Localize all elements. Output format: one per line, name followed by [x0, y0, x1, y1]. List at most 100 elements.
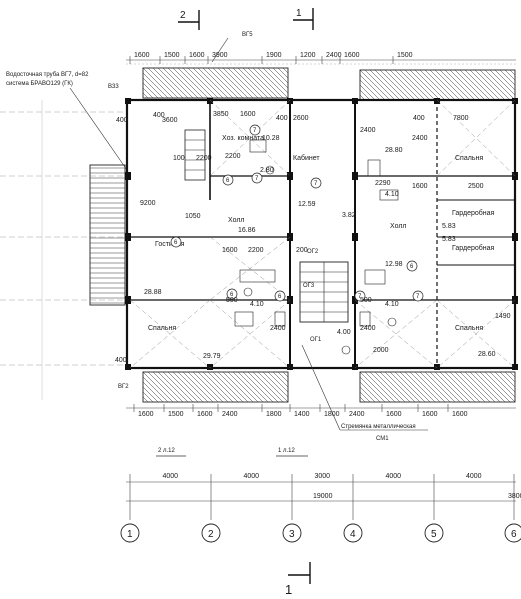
dim-7800: 7800 — [453, 115, 469, 122]
hatch-line — [489, 371, 516, 398]
hatch-line — [202, 67, 234, 99]
hatch-line — [369, 371, 401, 403]
stair-code: СМ1 — [376, 436, 389, 442]
room-name-bedroom-2: Спальня — [148, 325, 176, 332]
inner-stair — [184, 129, 206, 181]
small-area-labels: 2.80 4.10 3.82 4.10 4.10 4.00 — [250, 167, 399, 336]
central-stair — [299, 261, 349, 323]
hatch-line — [424, 69, 456, 101]
top-dimension-value: 1900 — [266, 52, 282, 59]
hatch-line — [364, 69, 396, 101]
dim-1490: 1490 — [495, 313, 511, 320]
hatch-line — [359, 391, 371, 403]
top-dimension-value: 1600 — [344, 52, 360, 59]
hatch-line — [369, 69, 401, 101]
dim-1600c: 1600 — [412, 183, 428, 190]
hatch-line — [469, 69, 501, 101]
hatch-line — [394, 371, 426, 403]
hatch-line — [142, 396, 149, 403]
hatch-line — [359, 396, 366, 403]
hatch-line — [399, 371, 431, 403]
top-dimension-value: 3900 — [212, 52, 228, 59]
detail-marker-label: 7 — [253, 128, 257, 134]
hatch-line — [404, 69, 436, 101]
hatch-line — [142, 92, 149, 99]
hatch-line — [252, 67, 284, 99]
hatch-line — [267, 371, 289, 393]
dim-500b: 500 — [360, 297, 372, 304]
hatch-line — [272, 371, 289, 388]
hatch-line — [187, 371, 219, 403]
top-dimension-value: 1500 — [164, 52, 180, 59]
small-area-corridor: 3.82 — [342, 212, 356, 219]
detail-marker — [406, 260, 418, 272]
hatch-line — [414, 69, 446, 101]
hatch-line — [459, 371, 491, 403]
hatch-line — [414, 371, 446, 403]
hatch-line — [152, 371, 184, 403]
axis-bubble-label: 3 — [289, 529, 295, 540]
hatch-line — [182, 371, 214, 403]
bottom-dimension-value: 1800 — [266, 411, 282, 418]
hatch-line — [359, 69, 391, 101]
bottom-dimension-value: 1600 — [197, 411, 213, 418]
hatch-line — [419, 69, 451, 101]
axis-span-value: 3000 — [315, 473, 331, 480]
hatch-line — [419, 371, 451, 403]
hatch-line — [197, 371, 229, 403]
hatch-line — [509, 371, 516, 378]
detail-marker — [310, 177, 322, 189]
axis-bubble-label: 1 — [127, 529, 133, 540]
hatch-line — [247, 67, 279, 99]
dim-2000: 2000 — [373, 347, 389, 354]
section-mark-1-top: 1 — [293, 8, 314, 30]
detail-marker — [274, 290, 286, 302]
hatch-line — [499, 371, 516, 388]
hatch-line — [384, 371, 416, 403]
detail-marker-label: 6 — [278, 294, 282, 300]
vz5-label: ВГ5 — [242, 32, 253, 38]
hatch-line — [182, 67, 214, 99]
hatch-line — [277, 371, 289, 383]
dim-3850: 3850 — [213, 111, 229, 118]
total-dimension-right: 3800 — [508, 493, 521, 500]
hatch-line — [157, 371, 189, 403]
section-mark-1-bottom-label: 1 — [285, 582, 292, 597]
hatch-line — [454, 371, 486, 403]
og3-label-a: ОГ3 — [303, 283, 315, 289]
hatch-line — [157, 67, 189, 99]
dim-400a: 400 — [116, 117, 128, 124]
section-mark-1-label: 1 — [296, 8, 302, 19]
detail-marker-label: 6 — [174, 240, 178, 246]
room-area-wardrobe-1: 5.83 — [442, 223, 456, 230]
hatch-line — [444, 69, 476, 101]
hatch-line — [499, 69, 516, 86]
hatch-line — [424, 371, 456, 403]
bathroom-fixtures — [234, 139, 399, 355]
hatch-line — [142, 72, 169, 99]
bottom-dimension-value: 1600 — [386, 411, 402, 418]
hatch-line — [429, 69, 461, 101]
svg-text:Водосточная труба ВГ7, d=82: Водосточная труба ВГ7, d=82 система БРАВ… — [6, 72, 90, 87]
hatch-line — [222, 371, 254, 403]
top-dimension-line — [126, 59, 516, 65]
dim-1050: 1050 — [185, 213, 201, 220]
detail-marker — [170, 236, 182, 248]
hatch-line — [479, 69, 511, 101]
hatch-line — [237, 371, 269, 403]
hatch-line — [237, 67, 269, 99]
hatch-line — [449, 69, 481, 101]
detail-marker — [354, 290, 366, 302]
detail-marker-label: 6 — [410, 264, 414, 270]
dim-2400b: 2400 — [270, 325, 286, 332]
hatch-line — [142, 77, 164, 99]
axis-span-value: 4000 — [466, 473, 482, 480]
hatch-line — [359, 79, 381, 101]
hatch-line — [282, 67, 289, 74]
hatch-line — [484, 371, 516, 403]
hatch-line — [192, 371, 224, 403]
hatch-line — [212, 371, 244, 403]
downpipe-line-1: Водосточная труба ВГ7, d=82 — [6, 72, 89, 78]
hatch-line — [222, 67, 254, 99]
